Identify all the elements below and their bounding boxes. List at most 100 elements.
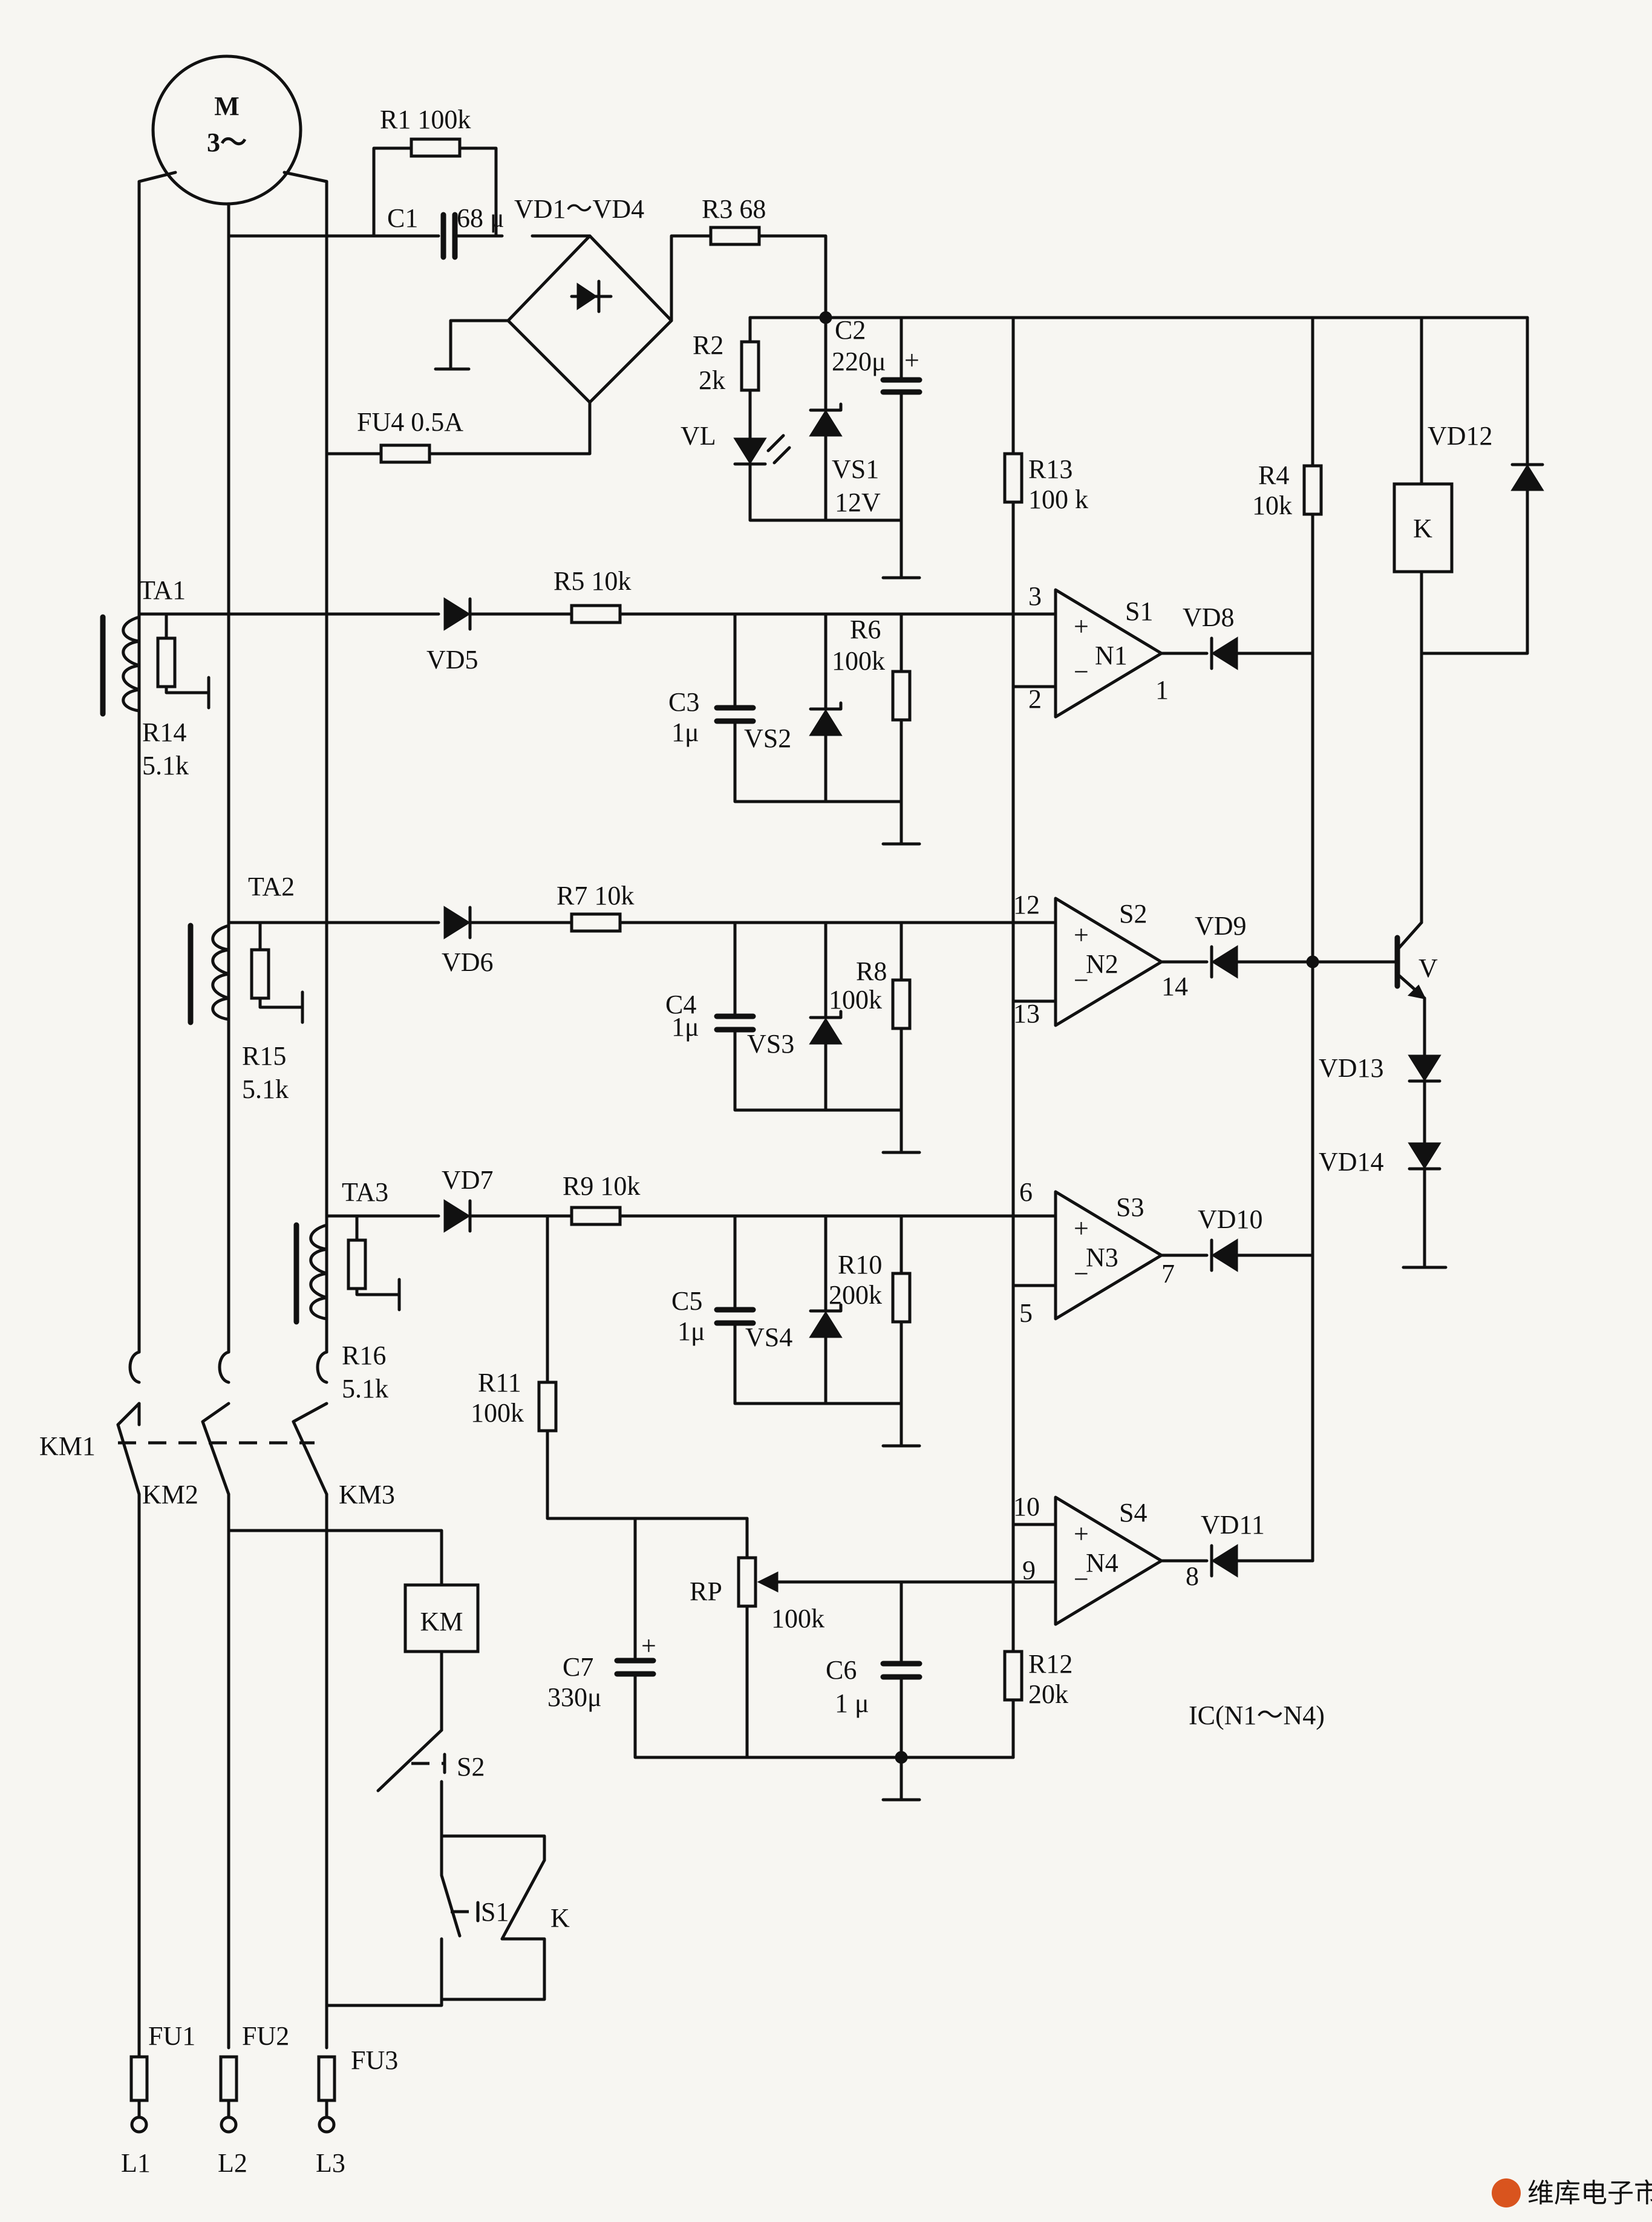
vd11-label: VD11 [1201, 1510, 1265, 1540]
n1-switch-label: S1 [1125, 596, 1153, 626]
n3-switch-label: S3 [1116, 1192, 1144, 1222]
r7-label: R7 10k [557, 881, 634, 910]
n1-out-pin: 1 [1155, 675, 1169, 705]
vd10-label: VD10 [1198, 1204, 1263, 1234]
c2-value: 220μ [832, 347, 886, 376]
r12-value: 20k [1028, 1679, 1068, 1709]
svg-text:−: − [1074, 966, 1089, 995]
l3-label: L3 [316, 2148, 345, 2178]
r2-value: 2k [699, 365, 725, 395]
c4-value: 1μ [671, 1012, 699, 1042]
r4-ref: R4 [1258, 460, 1289, 490]
c3-ref: C3 [668, 687, 699, 717]
vs2-label: VS2 [744, 724, 791, 753]
watermark-brand: 维库电子市场网 [1527, 2178, 1652, 2208]
s1-switch-label: S1 [481, 1897, 509, 1927]
c5-ref: C5 [671, 1286, 702, 1316]
rp-value: 100k [771, 1604, 824, 1633]
transistor-label: V [1419, 953, 1438, 983]
n1-plus-pin: 3 [1028, 581, 1042, 611]
r14-ref: R14 [142, 717, 186, 747]
n3-out-pin: 7 [1161, 1259, 1175, 1289]
r13-ref: R13 [1028, 454, 1072, 484]
r4-value: 10k [1252, 491, 1292, 520]
s2-switch-label: S2 [457, 1752, 485, 1782]
svg-text:+: + [1074, 612, 1089, 641]
c1-value: 68 μ [457, 203, 504, 233]
c4-ref: C4 [665, 990, 696, 1019]
watermark: 维库电子市场网 [1492, 2178, 1652, 2208]
km2-label: KM2 [142, 1480, 198, 1509]
n4-minus-pin: 9 [1022, 1555, 1036, 1585]
ta1-label: TA1 [139, 575, 186, 605]
reference-divider [1003, 316, 1057, 1759]
c6-ref: C6 [826, 1655, 857, 1685]
vs4-label: VS4 [745, 1322, 792, 1352]
km1-label: KM1 [39, 1431, 96, 1461]
r10-value: 200k [829, 1280, 882, 1310]
r16-ref: R16 [342, 1341, 386, 1370]
fuse-fu1 [129, 2046, 149, 2134]
c3-value: 1μ [671, 717, 699, 747]
fu3-label: FU3 [351, 2045, 398, 2075]
vd14-label: VD14 [1319, 1147, 1384, 1177]
r10-ref: R10 [838, 1250, 882, 1279]
n4-plus-pin: 10 [1013, 1492, 1040, 1521]
svg-text:+: + [1074, 1214, 1089, 1243]
n4-out-pin: 8 [1186, 1561, 1199, 1591]
channel-1 [100, 588, 1314, 846]
vd9-label: VD9 [1195, 911, 1247, 941]
c7-value: 330μ [547, 1682, 602, 1712]
vs1-label: VS1 [832, 454, 879, 484]
vs1-value: 12V [835, 488, 881, 517]
power-wiring [116, 171, 328, 2050]
svg-text:+: + [904, 345, 919, 375]
svg-text:−: − [1074, 1259, 1089, 1289]
vd13-label: VD13 [1319, 1053, 1384, 1083]
c2-ref: C2 [835, 315, 866, 345]
svg-text:−: − [1074, 1564, 1089, 1594]
fu1-label: FU1 [148, 2021, 195, 2051]
fuse-fu3 [317, 2055, 336, 2134]
bridge-label: VD1～VD4 [514, 194, 644, 224]
n3-plus-pin: 6 [1019, 1177, 1033, 1207]
vd8-label: VD8 [1183, 603, 1235, 632]
vd6-label: VD6 [442, 947, 494, 977]
n2-plus-pin: 12 [1013, 890, 1040, 920]
fuse-fu2 [219, 2055, 238, 2134]
motor-phase: 3～ [207, 128, 247, 157]
r13-value: 100 k [1028, 485, 1088, 514]
n1-minus-pin: 2 [1028, 684, 1042, 714]
km3-label: KM3 [339, 1480, 395, 1509]
ta2-label: TA2 [248, 872, 295, 901]
n4-name: N4 [1086, 1548, 1118, 1578]
r6-value: 100k [832, 646, 885, 676]
power-supply [227, 137, 1529, 580]
fu4-label: FU4 0.5A [357, 407, 463, 437]
n2-name: N2 [1086, 949, 1118, 979]
output-stage [1302, 316, 1544, 1563]
ta3-label: TA3 [342, 1177, 388, 1207]
n3-name: N3 [1086, 1243, 1118, 1272]
ic-label: IC(N1～N4) [1189, 1701, 1325, 1730]
n2-minus-pin: 13 [1013, 999, 1040, 1028]
r8-value: 100k [829, 985, 882, 1015]
r3-label: R3 68 [702, 194, 766, 224]
vl-label: VL [681, 421, 716, 451]
vd12-label: VD12 [1428, 421, 1493, 451]
c6-value: 1 μ [835, 1688, 869, 1718]
n2-out-pin: 14 [1161, 972, 1188, 1001]
r11-ref: R11 [478, 1368, 521, 1397]
c7-ref: C7 [563, 1652, 593, 1682]
relay-coil-label: K [1413, 514, 1432, 543]
fu2-label: FU2 [242, 2021, 289, 2051]
r6-ref: R6 [850, 615, 881, 644]
l2-label: L2 [218, 2148, 247, 2178]
svg-text:−: − [1074, 657, 1089, 687]
motor-name: M [214, 91, 240, 121]
r15-ref: R15 [242, 1041, 286, 1071]
n1-name: N1 [1095, 641, 1128, 670]
rp-ref: RP [690, 1577, 722, 1606]
r12-ref: R12 [1028, 1649, 1072, 1679]
